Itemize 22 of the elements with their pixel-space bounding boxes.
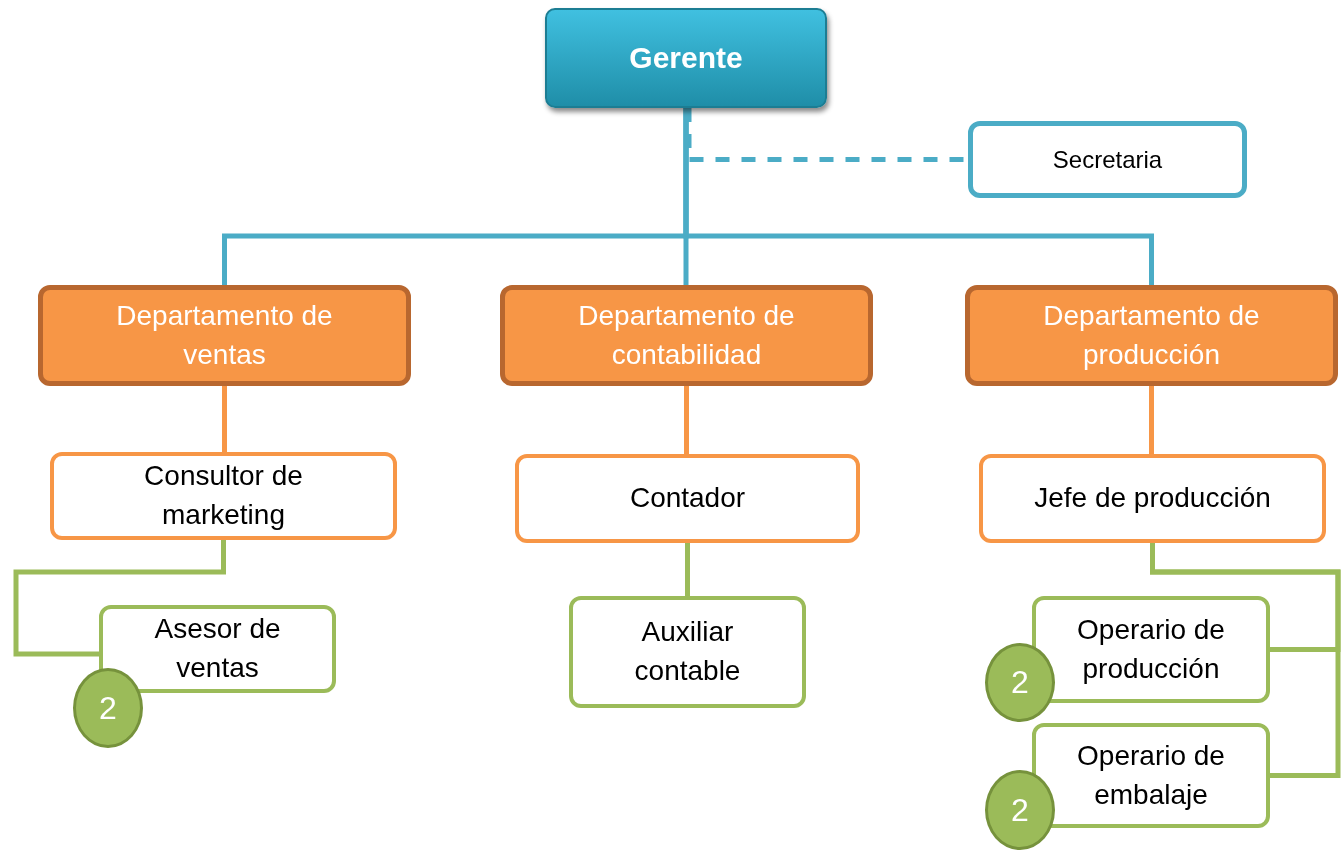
connector-line — [13, 540, 226, 657]
connector-line — [685, 543, 690, 596]
count-badge: 2 — [985, 770, 1055, 850]
connector-line — [1149, 386, 1154, 454]
count-badge: 2 — [73, 668, 143, 748]
position-box: Operario de producción — [1032, 596, 1270, 703]
position-box: Operario de embalaje — [1032, 723, 1270, 828]
position-box: Contador — [515, 454, 860, 543]
position-box: Secretaria — [968, 121, 1247, 198]
position-box: Jefe de producción — [979, 454, 1326, 543]
count-badge: 2 — [985, 643, 1055, 722]
position-box: Asesor de ventas — [99, 605, 336, 693]
department-box: Departamento de producción — [965, 285, 1338, 386]
connector-line — [222, 386, 227, 452]
connector-line — [683, 108, 1154, 285]
manager-box: Gerente — [545, 8, 827, 108]
position-box: Auxiliar contable — [569, 596, 806, 708]
position-box: Consultor de marketing — [50, 452, 397, 540]
connector-line — [684, 386, 689, 454]
department-box: Departamento de ventas — [38, 285, 411, 386]
department-box: Departamento de contabilidad — [500, 285, 873, 386]
connector-line — [1150, 543, 1341, 778]
